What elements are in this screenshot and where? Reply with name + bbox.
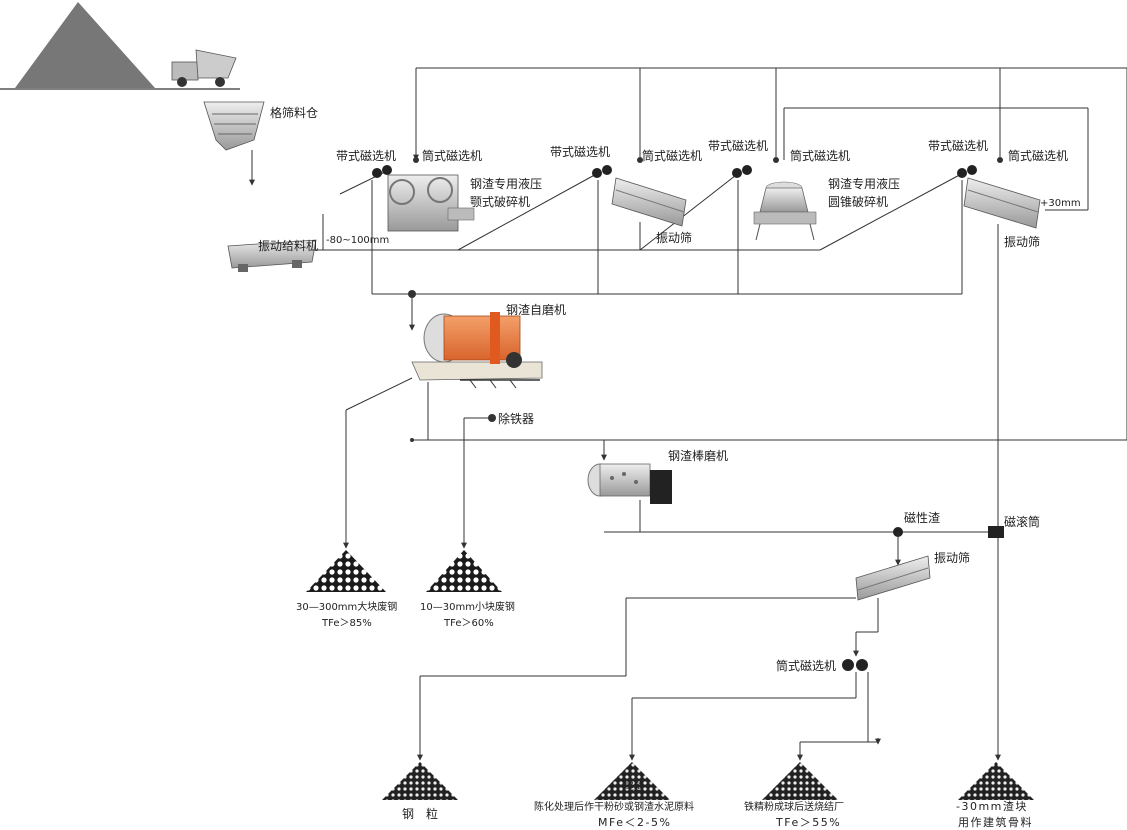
raw-slag-heap — [15, 2, 155, 88]
belt-magnet-4-icon — [957, 165, 977, 178]
belt-magnet-2-icon — [592, 165, 612, 178]
tailings-pile-mark: 尾渣 — [624, 780, 644, 793]
vibrating-feeder-icon — [227, 239, 317, 272]
grid-screen-bin-icon — [203, 101, 265, 151]
belt-magnet-1-label: 带式磁选机 — [336, 148, 396, 163]
belt-magnet-4-label: 带式磁选机 — [928, 138, 988, 153]
magnetic-drum-label: 磁滚筒 — [1004, 514, 1040, 529]
dump-truck-icon — [171, 49, 237, 87]
vibrating-screen-1-icon — [611, 177, 687, 227]
drum-magnet-3-label: 筒式磁选机 — [790, 148, 850, 163]
product-3-line1: 钢 粒 — [402, 806, 438, 821]
product-4-line1: 陈化处理后作干粉砂或钢渣水泥原料 — [534, 800, 694, 813]
drum-magnet-5-icon — [842, 659, 868, 671]
vibrating-screen-3-label: 振动筛 — [934, 550, 970, 565]
product-2-line1: 10—30mm小块废钢 — [420, 600, 515, 613]
magnetic-drum-icon — [988, 526, 1004, 538]
product-5-line2: TFe＞55% — [775, 816, 841, 829]
belt-magnet-1-icon — [372, 165, 392, 178]
drum-magnet-2-label: 筒式磁选机 — [642, 148, 702, 163]
large-scrap-pile — [306, 550, 386, 592]
feeder-size-label: -80~100mm — [326, 235, 389, 246]
jaw-crusher-label-2: 颚式破碎机 — [470, 194, 530, 209]
iron-remover-label: 除铁器 — [498, 411, 534, 426]
autogenous-mill-label: 钢渣自磨机 — [506, 303, 566, 317]
vibrating-screen-3-icon — [855, 555, 931, 601]
iron-concentrate-pile — [762, 762, 838, 800]
slag-block-pile — [958, 762, 1034, 800]
belt-magnet-3-icon — [732, 165, 752, 178]
drum-magnet-5-label: 筒式磁选机 — [776, 658, 836, 673]
screen-size-label: +30mm — [1040, 198, 1081, 209]
product-2-line2: TFe＞60% — [443, 618, 494, 629]
product-5-line1: 铁精粉成球后送烧结厂 — [744, 800, 844, 813]
cone-crusher-icon — [753, 181, 817, 241]
steel-grain-pile — [382, 762, 458, 800]
rod-mill-icon — [587, 463, 672, 504]
vibrating-screen-1-label: 振动筛 — [656, 230, 692, 245]
magnetic-slag-label: 磁性渣 — [904, 510, 940, 525]
vibrating-feeder-label: 振动给料机 — [258, 239, 318, 253]
product-6-line2: 用作建筑骨料 — [958, 815, 1033, 829]
autogenous-mill-icon — [411, 312, 543, 389]
small-scrap-pile — [426, 550, 502, 592]
vibrating-screen-2-label: 振动筛 — [1004, 234, 1040, 249]
cone-crusher-label-2: 圆锥破碎机 — [828, 194, 888, 209]
jaw-crusher-label-1: 钢渣专用液压 — [470, 176, 542, 191]
cone-crusher-label-1: 钢渣专用液压 — [828, 176, 900, 191]
belt-magnet-3-label: 带式磁选机 — [708, 138, 768, 153]
drum-magnet-1-label: 筒式磁选机 — [422, 148, 482, 163]
product-6-line1: -30mm渣块 — [956, 799, 1028, 813]
belt-magnet-2-label: 带式磁选机 — [550, 144, 610, 159]
product-1-line2: TFe＞85% — [321, 618, 372, 629]
rod-mill-label: 钢渣棒磨机 — [668, 449, 728, 463]
vibrating-screen-2-icon — [963, 177, 1041, 229]
grid-bin-label: 格筛料仓 — [270, 105, 318, 120]
product-4-line2: MFe＜2-5% — [598, 816, 671, 829]
product-1-line1: 30—300mm大块废钢 — [296, 600, 397, 613]
tailings-pile — [594, 762, 670, 800]
jaw-crusher-icon — [387, 174, 475, 232]
drum-magnet-4-label: 筒式磁选机 — [1008, 148, 1068, 163]
